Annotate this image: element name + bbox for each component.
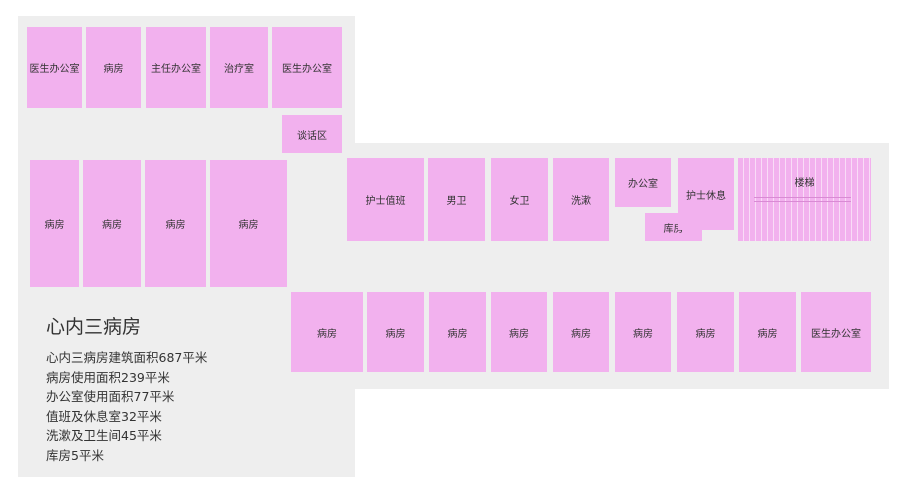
room-ward-bottom-7: 病房: [677, 292, 734, 372]
room-talk-area: 谈话区: [282, 115, 342, 153]
room-ward-bottom-3: 病房: [429, 292, 486, 372]
room-nurse-rest: 护士休息: [678, 158, 734, 230]
room-stairs: 楼梯: [738, 158, 871, 241]
room-ward-top: 病房: [86, 27, 141, 108]
room-ward-bottom-2: 病房: [367, 292, 424, 372]
stair-steps: [738, 158, 871, 241]
room-doctor-office-2: 医生办公室: [272, 27, 342, 108]
room-ward-left-4: 病房: [210, 160, 287, 287]
floorplan-title: 心内三病房: [46, 316, 142, 338]
room-director-office: 主任办公室: [146, 27, 206, 108]
room-mens-restroom: 男卫: [428, 158, 485, 241]
stat-total-area: 心内三病房建筑面积687平米: [46, 350, 208, 365]
room-ward-left-3: 病房: [145, 160, 206, 287]
stairs-label: 楼梯: [794, 178, 815, 189]
room-ward-bottom-8: 病房: [739, 292, 796, 372]
room-washroom: 洗漱: [553, 158, 609, 241]
room-womens-restroom: 女卫: [491, 158, 548, 241]
stat-ward-area: 病房使用面积239平米: [46, 369, 170, 385]
stat-duty-rest-area: 值班及休息室32平米: [46, 408, 162, 424]
stat-storage-area: 库房5平米: [46, 447, 104, 463]
room-ward-bottom-6: 病房: [615, 292, 671, 372]
room-doctor-office-1: 医生办公室: [27, 27, 82, 108]
room-ward-bottom-4: 病房: [491, 292, 547, 372]
room-nurse-duty: 护士值班: [347, 158, 424, 241]
stat-office-area: 办公室使用面积77平米: [46, 389, 175, 404]
room-treatment: 治疗室: [210, 27, 268, 108]
area-stats: 心内三病房建筑面积687平米 病房使用面积239平米 办公室使用面积77平米 值…: [46, 348, 207, 465]
room-doctor-office-3: 医生办公室: [801, 292, 871, 372]
room-ward-bottom-1: 病房: [291, 292, 363, 372]
stat-wash-restroom-area: 洗漱及卫生间45平米: [46, 428, 162, 443]
room-office: 办公室: [615, 158, 671, 207]
stair-handrail: [754, 197, 851, 202]
room-ward-left-2: 病房: [83, 160, 141, 287]
room-ward-left-1: 病房: [30, 160, 79, 287]
room-ward-bottom-5: 病房: [553, 292, 609, 372]
